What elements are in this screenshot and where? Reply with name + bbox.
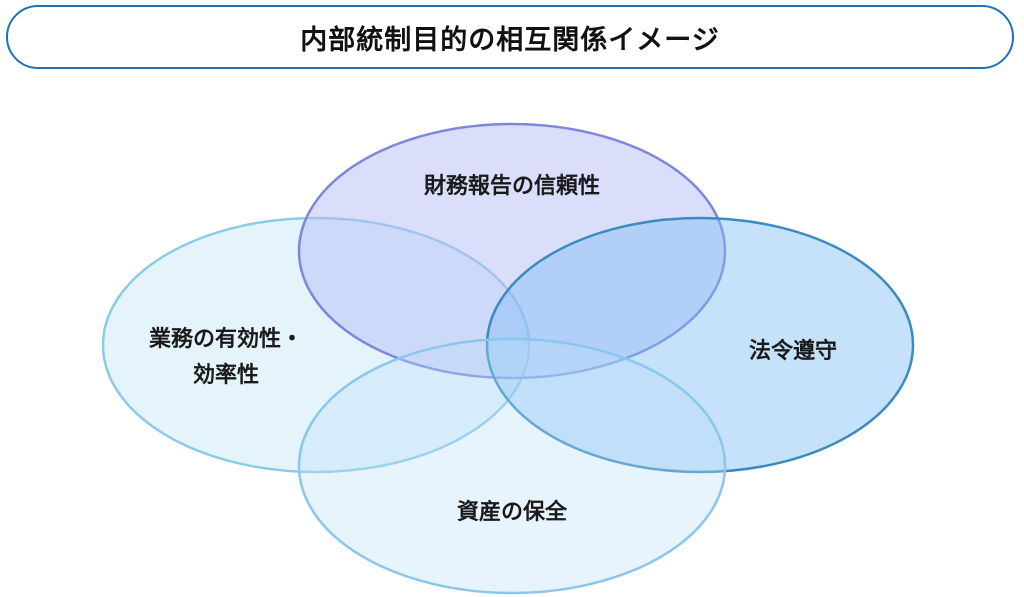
- label-operations: 業務の有効性・ 効率性: [149, 322, 303, 394]
- circle-financial-reporting: [297, 122, 727, 380]
- circle-compliance: [485, 216, 915, 474]
- label-operations-line2: 効率性: [192, 363, 260, 388]
- circle-asset-safeguarding: [297, 337, 727, 595]
- diagram-title: 内部統制目的の相互関係イメージ: [300, 24, 720, 56]
- label-operations-line1: 業務の有効性・: [148, 327, 304, 352]
- label-asset-safeguarding: 資産の保全: [456, 500, 568, 525]
- label-compliance: 法令遵守: [748, 339, 838, 364]
- label-financial-reporting: 財務報告の信頼性: [423, 174, 601, 199]
- title-box: 内部統制目的の相互関係イメージ: [6, 5, 1014, 69]
